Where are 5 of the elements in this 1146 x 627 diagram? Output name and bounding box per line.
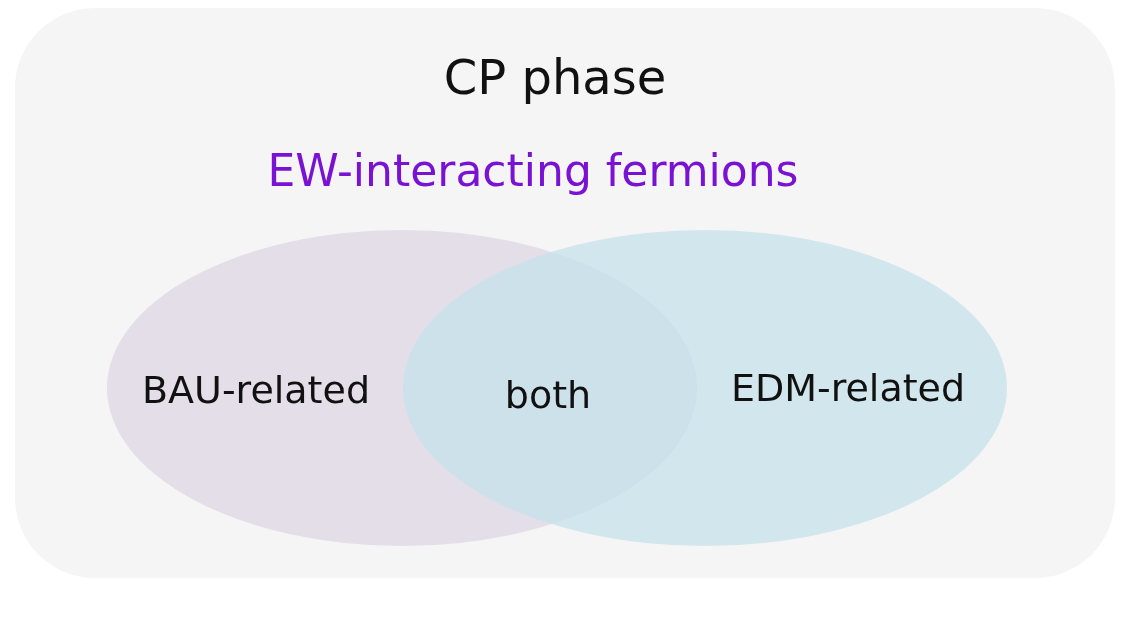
panel-subtitle: EW-interacting fermions [267, 144, 799, 196]
set-label: EDM-related [730, 366, 966, 410]
set-label: BAU-related [142, 368, 370, 412]
panel-title: CP phase [443, 49, 667, 105]
overlap-label: both [504, 373, 592, 417]
